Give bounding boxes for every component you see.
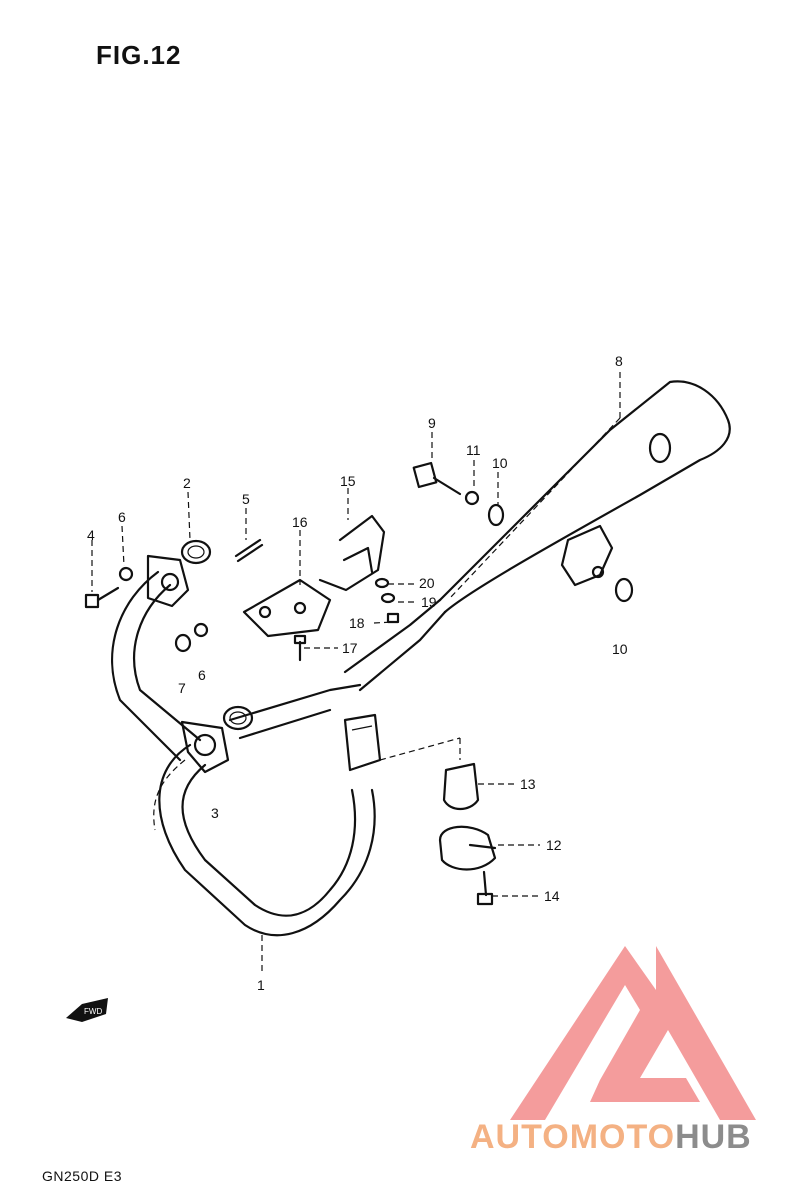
callout-2: 2 <box>183 475 191 491</box>
watermark-text: AUTOMOTOHUB <box>470 1118 752 1157</box>
pipe-joint <box>343 713 382 772</box>
callout-14: 14 <box>544 888 560 904</box>
callout-11: 11 <box>466 442 481 458</box>
heat-shield <box>318 514 386 592</box>
part-callouts: 1 2 3 4 5 6 6 7 8 9 10 10 11 12 13 14 15… <box>87 353 628 993</box>
bolt-4 <box>84 586 120 609</box>
gasket-rear <box>222 705 254 731</box>
clip-20 <box>374 577 390 589</box>
callout-20: 20 <box>419 575 435 591</box>
bolt-17 <box>293 634 307 662</box>
callout-17: 17 <box>342 640 358 656</box>
stud-5 <box>234 538 264 563</box>
nut-6b <box>193 622 209 638</box>
front-flange <box>146 554 190 608</box>
clamp-12 <box>438 825 497 871</box>
washer-7 <box>174 633 192 653</box>
callout-15: 15 <box>340 473 356 489</box>
watermark-logo <box>510 946 756 1120</box>
washer-10b <box>614 577 634 603</box>
callout-9: 9 <box>428 415 436 431</box>
gasket-front <box>180 539 212 565</box>
callout-6a: 6 <box>118 509 126 525</box>
fwd-label: FWD <box>84 1007 102 1016</box>
lockwasher-11 <box>464 490 480 506</box>
model-code: GN250D E3 <box>42 1168 122 1184</box>
muffler <box>343 380 731 692</box>
callout-7: 7 <box>178 680 186 696</box>
cap-13 <box>442 762 480 811</box>
callout-6b: 6 <box>198 667 206 683</box>
watermark-brand-left: AUTOMOTO <box>470 1118 676 1156</box>
callout-8: 8 <box>615 353 623 369</box>
callout-4: 4 <box>87 527 95 543</box>
callout-12: 12 <box>546 837 562 853</box>
bolt-14 <box>476 870 494 906</box>
muffler-bracket <box>242 578 332 638</box>
washer-19 <box>380 592 396 604</box>
callout-16: 16 <box>292 514 308 530</box>
watermark-brand-right: HUB <box>675 1118 752 1156</box>
nut-6a <box>118 566 134 582</box>
bolt-9 <box>412 461 462 496</box>
leader-lines <box>91 372 621 975</box>
fwd-arrow: FWD <box>66 998 108 1022</box>
callout-19: 19 <box>421 594 437 610</box>
callout-13: 13 <box>520 776 536 792</box>
callout-10b: 10 <box>612 641 628 657</box>
washer-10a <box>487 503 505 527</box>
callout-1: 1 <box>257 977 265 993</box>
figure-title: FIG.12 <box>96 40 182 70</box>
exhaust-pipe-front <box>111 570 376 937</box>
callout-5: 5 <box>242 491 250 507</box>
callout-18: 18 <box>349 615 365 631</box>
rear-flange <box>180 720 230 774</box>
callout-3: 3 <box>211 805 219 821</box>
callout-10a: 10 <box>492 455 508 471</box>
bolt-18 <box>386 612 400 624</box>
